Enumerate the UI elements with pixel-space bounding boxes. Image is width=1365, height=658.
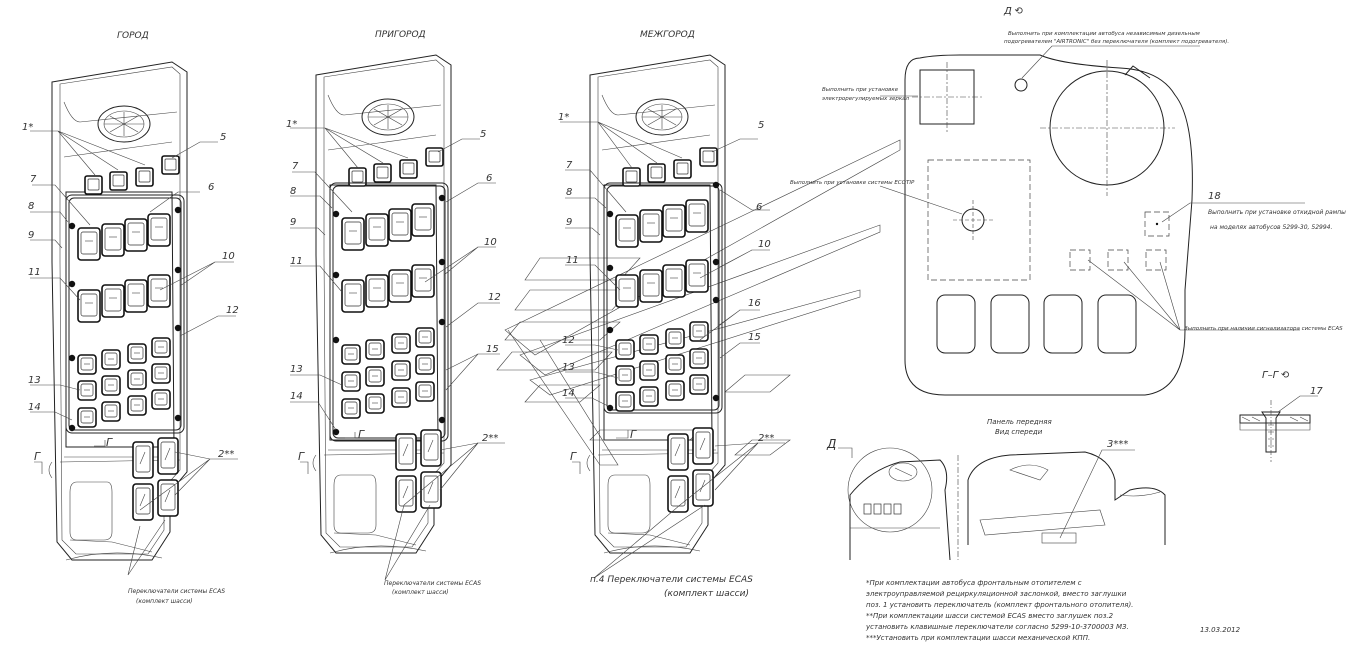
svg-text:на моделях автобусов 5299-30,: на моделях автобусов 5299-30, 52994. — [1210, 224, 1332, 231]
svg-text:5: 5 — [758, 120, 764, 131]
svg-text:8: 8 — [290, 186, 296, 197]
svg-text:14: 14 — [28, 402, 41, 413]
svg-text:Г: Г — [570, 450, 577, 463]
svg-text:10: 10 — [222, 251, 235, 262]
svg-text:8: 8 — [28, 201, 34, 212]
svg-text:13: 13 — [562, 362, 575, 373]
svg-text:6: 6 — [486, 173, 492, 184]
svg-text:Выполнить при установке откидн: Выполнить при установке откидной рампы — [1208, 209, 1346, 216]
console-panel-intercity — [496, 54, 901, 554]
svg-text:**При комплектации шасси систе: **При комплектации шасси системой ECAS в… — [866, 612, 1114, 620]
svg-text:6: 6 — [756, 202, 762, 213]
section-g-g: Г–Г ⟲ 17 — [1239, 370, 1323, 462]
svg-text:2**: 2** — [218, 449, 234, 460]
svg-text:Выполнить при установке: Выполнить при установке — [822, 87, 899, 93]
svg-text:Г: Г — [34, 450, 41, 463]
svg-text:Г: Г — [358, 428, 365, 441]
callouts-intercity: 1* 5 7 8 6 9 10 11 16 15 12 13 14 2** Г … — [558, 112, 785, 599]
svg-text:подогревателем "AIRTRONIC" без: подогревателем "AIRTRONIC" без переключа… — [1004, 39, 1229, 45]
callouts-city: 1* 5 7 6 8 9 11 10 12 13 14 2** Г Г Пере… — [22, 122, 239, 605]
svg-text:9: 9 — [290, 217, 296, 228]
svg-text:(комплект шасси): (комплект шасси) — [392, 589, 449, 596]
svg-text:п.4 Переключатели системы ECAS: п.4 Переключатели системы ECAS — [590, 575, 753, 585]
svg-text:Г: Г — [298, 450, 305, 463]
svg-text:электрорегулируемых зеркал: электрорегулируемых зеркал — [822, 96, 910, 102]
svg-text:7: 7 — [292, 161, 299, 172]
svg-text:11: 11 — [566, 255, 579, 266]
svg-text:*При комплектации автобуса фро: *При комплектации автобуса фронтальным о… — [866, 579, 1082, 587]
footnotes: *При комплектации автобуса фронтальным о… — [865, 579, 1133, 642]
svg-text:Д ⟲: Д ⟲ — [1003, 6, 1023, 17]
svg-text:Д: Д — [826, 437, 836, 451]
drawing-date: 13.03.2012 — [1200, 626, 1241, 634]
svg-text:12: 12 — [226, 305, 239, 316]
svg-text:Переключатели системы ECAS: Переключатели системы ECAS — [384, 580, 481, 587]
svg-text:10: 10 — [484, 237, 497, 248]
svg-text:9: 9 — [28, 230, 34, 241]
svg-text:5: 5 — [480, 129, 486, 140]
svg-text:18: 18 — [1208, 191, 1221, 202]
svg-text:15: 15 — [486, 344, 499, 355]
svg-text:6: 6 — [208, 182, 214, 193]
svg-text:установить клавишные переключа: установить клавишные переключатели согла… — [865, 623, 1129, 631]
svg-text:Г: Г — [630, 428, 637, 441]
svg-text:10: 10 — [758, 239, 771, 250]
svg-text:(комплект шасси): (комплект шасси) — [664, 589, 749, 599]
view-title-suburban: ПРИГОРОД — [375, 30, 426, 40]
svg-text:17: 17 — [1310, 386, 1323, 397]
svg-text:Г: Г — [106, 436, 113, 449]
svg-text:15: 15 — [748, 332, 761, 343]
svg-text:16: 16 — [748, 298, 761, 309]
svg-text:13: 13 — [28, 375, 41, 386]
svg-text:(комплект шасси): (комплект шасси) — [136, 598, 193, 605]
svg-text:3***: 3*** — [1107, 439, 1128, 450]
svg-text:Выполнить при наличии сигнализ: Выполнить при наличии сигнализатора сист… — [1184, 326, 1343, 332]
view-title-intercity: МЕЖГОРОД — [640, 30, 695, 40]
svg-text:14: 14 — [290, 391, 303, 402]
front-panel-view: Д Панель передняя Вид спереди 3*** — [826, 418, 1166, 561]
svg-text:1*: 1* — [22, 122, 33, 133]
svg-text:Переключатели системы ECAS: Переключатели системы ECAS — [128, 588, 225, 595]
svg-text:5: 5 — [220, 132, 226, 143]
svg-text:1*: 1* — [286, 119, 297, 130]
svg-text:12: 12 — [562, 335, 575, 346]
console-panel-suburban — [312, 54, 452, 554]
svg-text:1*: 1* — [558, 112, 569, 123]
svg-text:Выполнить при комплектации авт: Выполнить при комплектации автобуса неза… — [1008, 31, 1200, 37]
svg-text:7: 7 — [566, 160, 573, 171]
svg-text:Вид спереди: Вид спереди — [995, 428, 1043, 436]
svg-text:9: 9 — [566, 217, 572, 228]
svg-text:13: 13 — [290, 364, 303, 375]
svg-text:2**: 2** — [758, 433, 774, 444]
svg-text:7: 7 — [30, 174, 37, 185]
svg-text:Панель передняя: Панель передняя — [987, 418, 1052, 426]
svg-text:2**: 2** — [482, 433, 498, 444]
svg-text:Выполнить при установке систем: Выполнить при установке системы ECOTIP — [790, 180, 915, 186]
svg-text:11: 11 — [28, 267, 41, 278]
callouts-suburban: 1* 5 7 6 8 9 11 10 12 15 13 14 2** Г Г П… — [286, 119, 505, 596]
svg-text:электроуправляемой рециркуляци: электроуправляемой рециркуляционной засл… — [866, 590, 1127, 598]
svg-text:***Установить при комплектации: ***Установить при комплектации шасси мех… — [866, 634, 1090, 642]
svg-text:11: 11 — [290, 256, 303, 267]
svg-text:12: 12 — [488, 292, 501, 303]
svg-text:14: 14 — [562, 388, 575, 399]
console-panel-city — [48, 61, 188, 561]
detail-view-d: Д ⟲ Выполнить при комплектации автобуса … — [790, 6, 1346, 396]
svg-text:Г–Г ⟲: Г–Г ⟲ — [1262, 370, 1290, 381]
svg-text:поз. 1 установить переключател: поз. 1 установить переключатель (комплек… — [866, 601, 1133, 609]
view-title-city: ГОРОД — [117, 31, 149, 41]
svg-text:8: 8 — [566, 187, 572, 198]
